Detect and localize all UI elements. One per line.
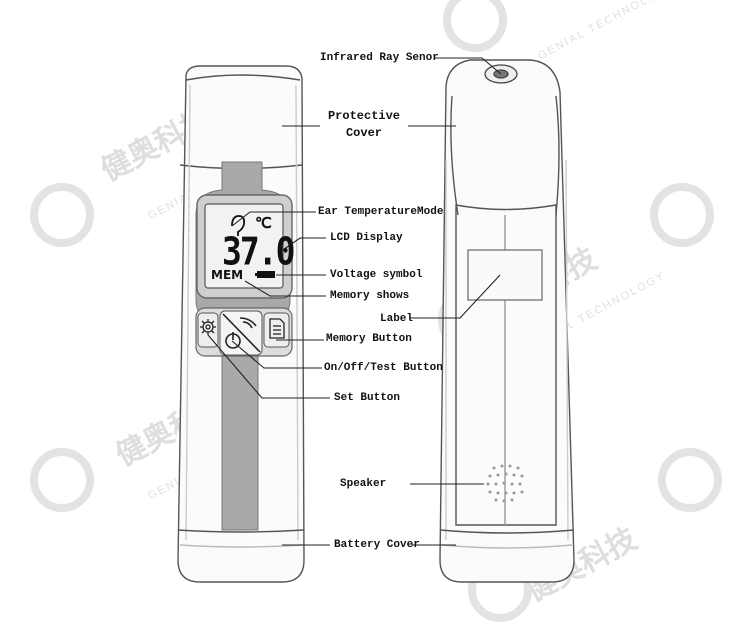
lcd-reading: 37.0: [222, 229, 295, 274]
set-button: [197, 312, 219, 348]
label-voltage-symbol: Voltage symbol: [330, 269, 423, 281]
label-infrared-sensor: Infrared Ray Senor: [320, 52, 439, 64]
label-protective-cover: Protective Cover: [327, 109, 400, 140]
leader-lines: [207, 57, 502, 546]
ear-icon: [231, 215, 246, 236]
battery-icon: [255, 271, 275, 278]
speaker-grill-icon: [486, 464, 524, 503]
label-memory-shows: Memory shows: [330, 290, 410, 302]
label-set-button: Set Button: [334, 392, 401, 404]
label-plate: [467, 249, 543, 301]
label-onoff-button: On/Off/Test Button: [324, 362, 443, 374]
gear-icon: [200, 319, 216, 335]
label-label: Label: [380, 313, 414, 325]
lcd-screen: [204, 203, 284, 289]
label-speaker: Speaker: [340, 478, 387, 490]
watermark-logo-icon: [30, 0, 722, 622]
label-ear-mode: Ear TemperatureMode: [318, 206, 444, 218]
lcd-unit: ℃: [255, 214, 272, 232]
document-icon: [269, 318, 285, 339]
label-lcd-display: LCD Display: [330, 232, 403, 244]
lcd-mem: MEM: [211, 268, 244, 282]
label-battery-cover: Battery Cover: [334, 539, 420, 551]
label-memory-button: Memory Button: [326, 333, 412, 345]
back-device: [439, 59, 575, 583]
power-wireless-icon: [222, 313, 261, 353]
